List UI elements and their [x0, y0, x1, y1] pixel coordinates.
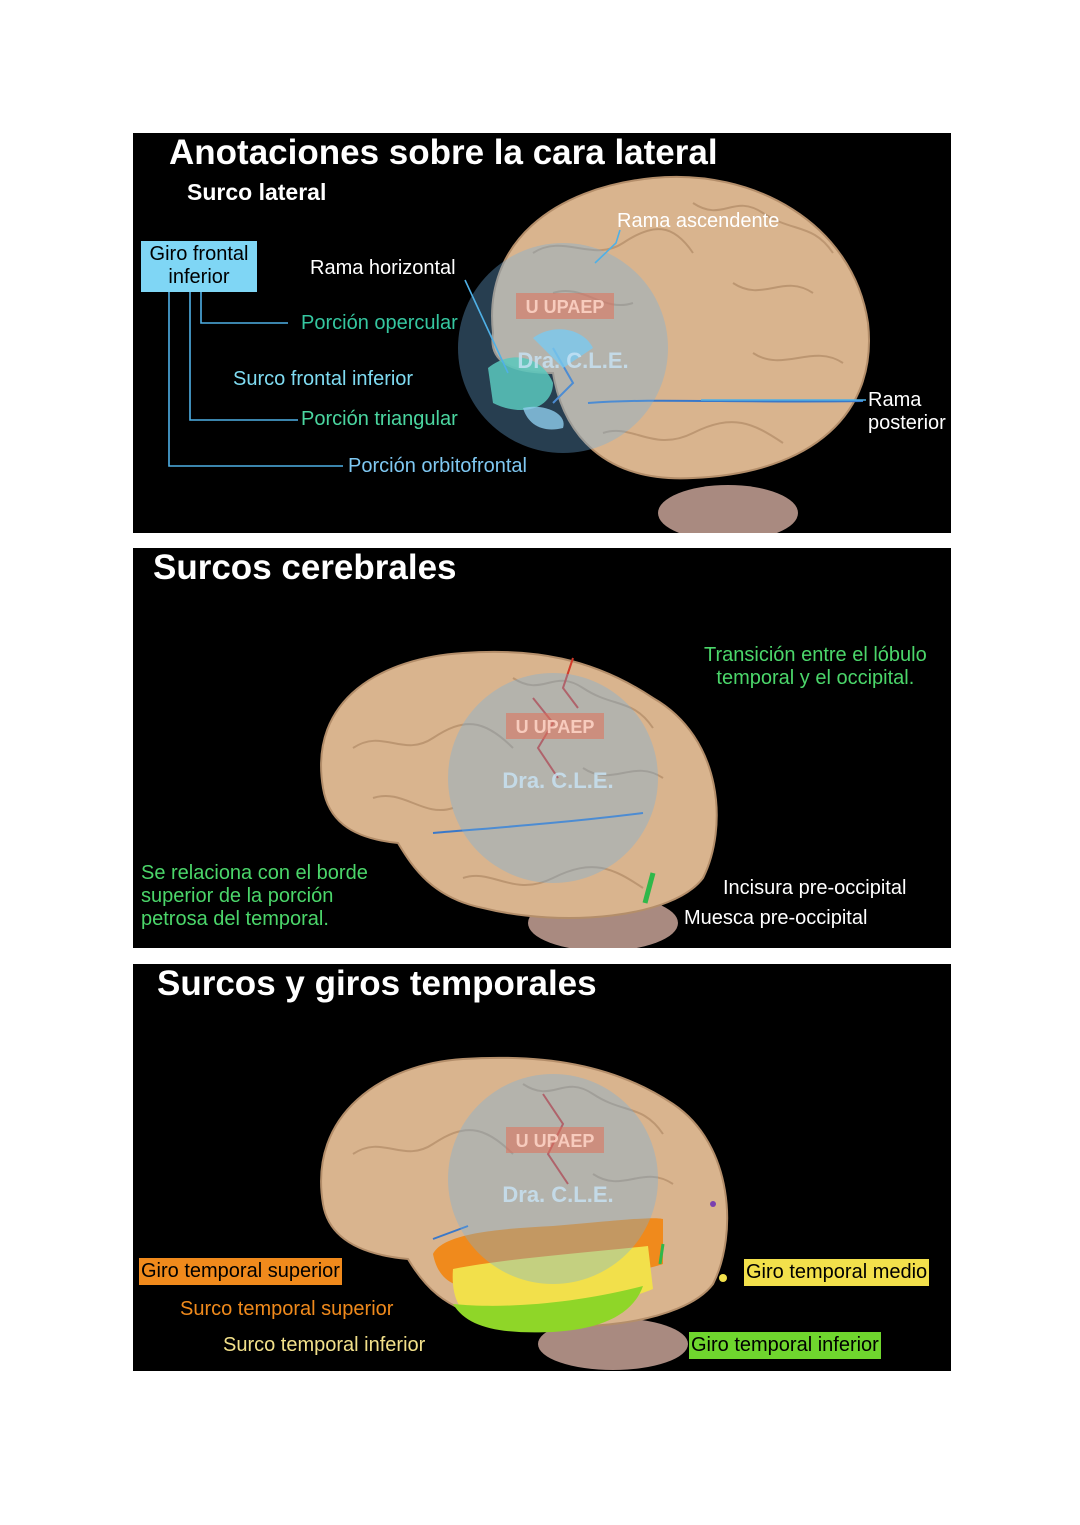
label-surco-temporal-superior: Surco temporal superior [180, 1298, 394, 1320]
label-box-giro-frontal-inferior: Giro frontal inferior [141, 241, 257, 292]
label-rama-horizontal: Rama horizontal [310, 257, 456, 279]
label-giro-temporal-inferior: Giro temporal inferior [689, 1332, 881, 1359]
label-porcion-orbitofrontal: Porción orbitofrontal [348, 455, 527, 477]
label-se-relaciona-line-3: petrosa del temporal. [141, 908, 329, 930]
watermark-text-2: Dra. C.L.E. [502, 768, 613, 793]
slide-title: Surcos cerebrales [153, 548, 457, 587]
label-surco-temporal-inferior: Surco temporal inferior [223, 1334, 426, 1356]
box-label-line-1: Giro frontal [149, 243, 249, 265]
watermark-logo-3: U UPAEP [516, 1131, 595, 1151]
label-rama-posterior: Rama posterior [868, 389, 946, 435]
slide-subtitle: Surco lateral [187, 179, 327, 205]
label-transicion: Transición entre el lóbulo temporal y el… [704, 644, 927, 690]
label-giro-temporal-superior: Giro temporal superior [139, 1258, 342, 1285]
label-muesca-pre-occipital: Muesca pre-occipital [684, 907, 868, 929]
label-incisura-pre-occipital: Incisura pre-occipital [723, 877, 907, 899]
label-transicion-line-2: temporal y el occipital. [716, 667, 915, 689]
label-se-relaciona-line-1: Se relaciona con el borde [141, 862, 368, 884]
brain-lateral-image-1: U UPAEP Dra. C.L.E. [168, 175, 870, 533]
label-se-relaciona: Se relaciona con el borde superior de la… [141, 862, 368, 931]
label-rama-posterior-line-1: Rama [868, 389, 922, 411]
label-giro-temporal-medio: Giro temporal medio [744, 1259, 930, 1286]
slide-cara-lateral: U UPAEP Dra. C.L.E. Anotaciones sobre la… [133, 133, 951, 533]
label-rama-ascendente: Rama ascendente [617, 210, 780, 232]
watermark-text-1: Dra. C.L.E. [517, 348, 628, 373]
label-rama-posterior-line-2: posterior [868, 412, 946, 434]
label-transicion-line-1: Transición entre el lóbulo [704, 644, 927, 666]
slide-title: Anotaciones sobre la cara lateral [169, 133, 718, 172]
slide-surcos-cerebrales: U UPAEP Dra. C.L.E. Surcos cerebrales Tr… [133, 548, 951, 948]
label-se-relaciona-line-2: superior de la porción [141, 885, 334, 907]
watermark-logo-2: U UPAEP [516, 717, 595, 737]
watermark-text-3: Dra. C.L.E. [502, 1182, 613, 1207]
brain-lateral-image-3: U UPAEP Dra. C.L.E. [320, 1056, 729, 1370]
label-porcion-triangular: Porción triangular [301, 408, 458, 430]
label-porcion-opercular: Porción opercular [301, 312, 458, 334]
brain-lateral-image-2: U UPAEP Dra. C.L.E. [320, 650, 718, 948]
label-surco-frontal-inferior: Surco frontal inferior [233, 368, 414, 390]
slide-title: Surcos y giros temporales [157, 964, 597, 1003]
slide-surcos-giros-temporales: U UPAEP Dra. C.L.E. Surcos y giros tempo… [133, 964, 951, 1371]
watermark-logo-1: U UPAEP [526, 297, 605, 317]
box-label-line-2: inferior [168, 266, 230, 288]
